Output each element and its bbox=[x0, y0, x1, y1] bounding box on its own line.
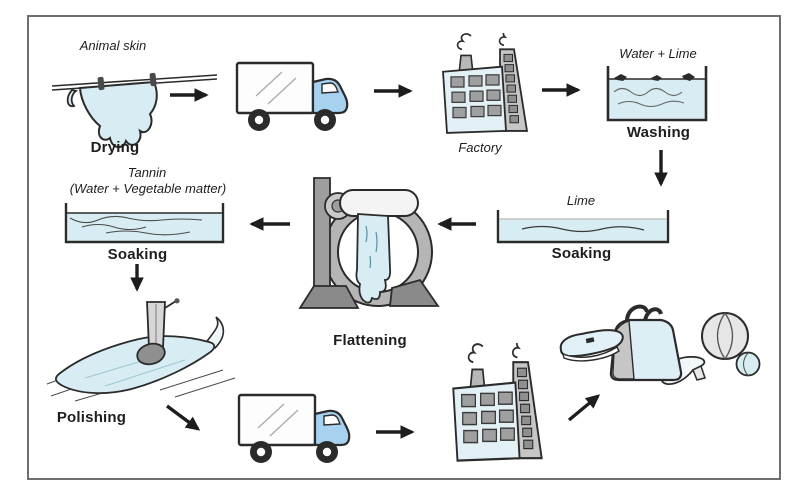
washing-label: Washing bbox=[626, 124, 691, 141]
flow-arrows bbox=[130, 83, 668, 439]
factory-icon-bottom bbox=[452, 343, 543, 462]
leather-products-icon bbox=[559, 304, 761, 385]
drying-label: Drying bbox=[90, 139, 140, 156]
truck-icon-bottom bbox=[237, 393, 351, 465]
animal-skin-label: Animal skin bbox=[79, 38, 147, 53]
tannin-tank-icon bbox=[64, 203, 225, 244]
polishing-machine-icon bbox=[46, 298, 236, 402]
lime-tank-icon bbox=[496, 210, 670, 244]
soaking-lime-label: Soaking bbox=[551, 245, 612, 262]
factory-icon-top bbox=[442, 33, 528, 134]
factory-label: Factory bbox=[458, 140, 502, 155]
drying-skin-icon bbox=[51, 72, 218, 148]
water-lime-label: Water + Lime bbox=[619, 46, 697, 61]
tannin-label: Tannin bbox=[127, 165, 167, 180]
washing-tank-icon bbox=[606, 66, 708, 122]
arrow-factory-to-products bbox=[567, 394, 601, 422]
arrow-polishing-to-truck bbox=[165, 404, 201, 431]
soaking-tannin-label: Soaking bbox=[107, 246, 168, 263]
polishing-label: Polishing bbox=[56, 409, 127, 426]
tannin-mixture-label: (Water + Vegetable matter) bbox=[69, 181, 227, 196]
flattening-label: Flattening bbox=[333, 332, 407, 349]
truck-icon-top bbox=[235, 61, 349, 133]
flattening-machine-icon bbox=[298, 177, 440, 309]
lime-label: Lime bbox=[566, 193, 596, 208]
